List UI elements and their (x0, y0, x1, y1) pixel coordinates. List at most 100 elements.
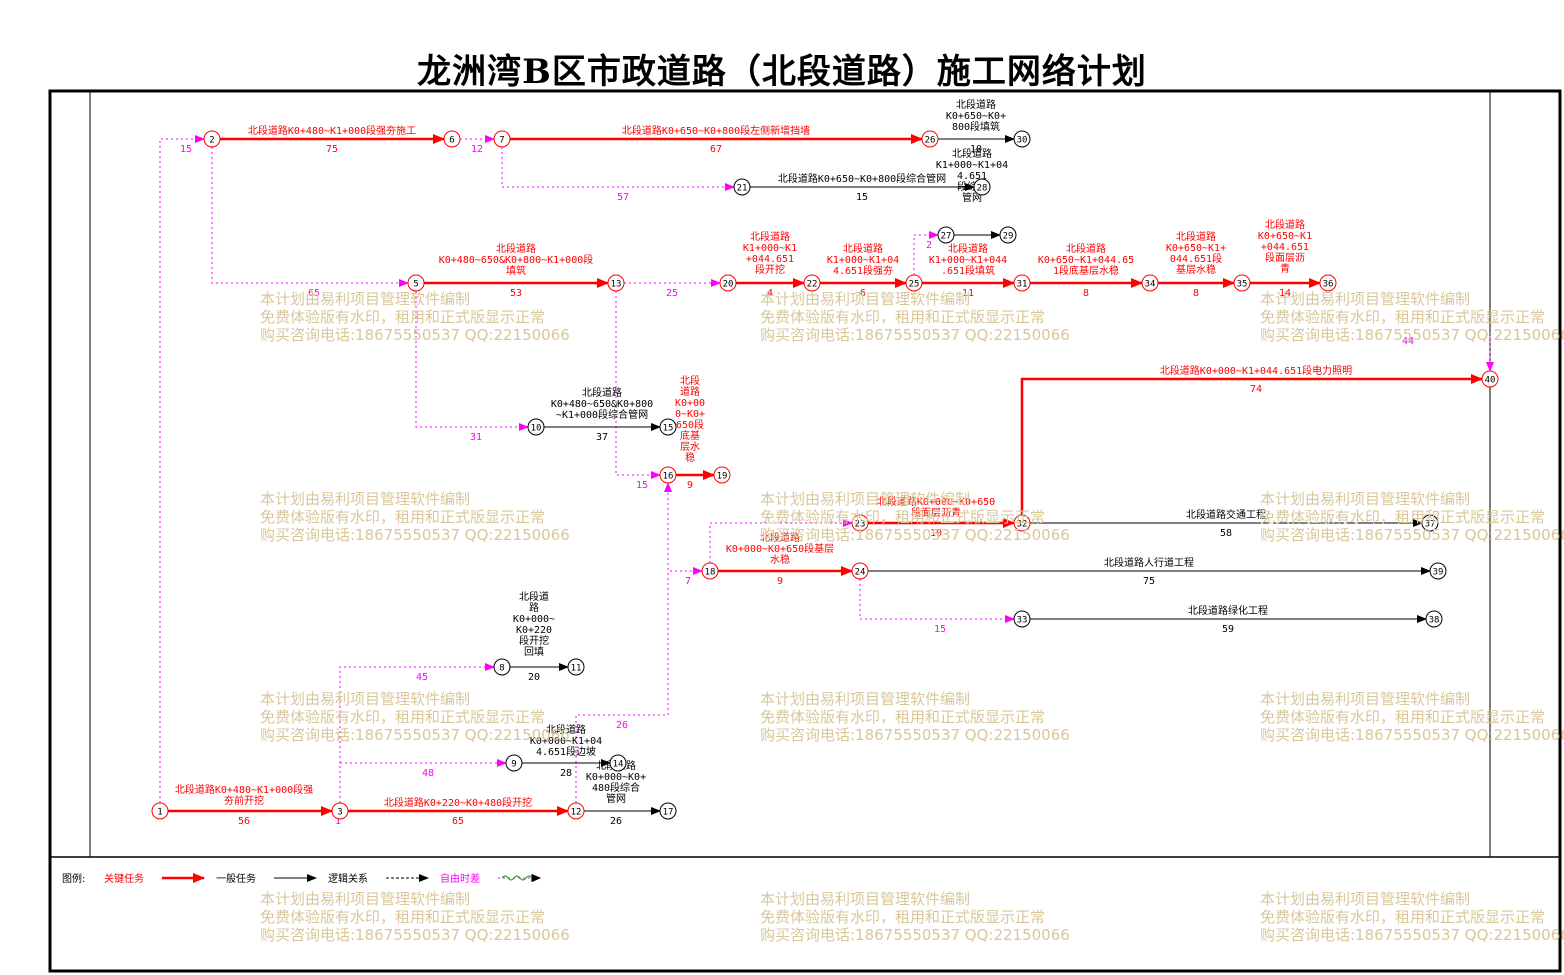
task-name: 北段道路 (760, 531, 800, 544)
event-node-2[interactable]: 2 (203, 130, 221, 148)
event-node-11[interactable]: 11 (567, 658, 585, 676)
event-node-33[interactable]: 33 (1013, 610, 1031, 628)
watermark-line: 购买咨询电话:18675550537 QQ:22150066 (1260, 526, 1564, 544)
task-duration: 53 (510, 288, 522, 299)
event-node-6[interactable]: 6 (443, 130, 461, 148)
event-node-8[interactable]: 8 (493, 658, 511, 676)
node-number: 37 (1425, 520, 1436, 530)
event-node-26[interactable]: 26 (921, 130, 939, 148)
watermark-line: 本计划由易利项目管理软件编制 (260, 890, 471, 908)
event-node-40[interactable]: 40 (1481, 370, 1499, 388)
watermark-line: 本计划由易利项目管理软件编制 (760, 690, 971, 708)
event-node-28[interactable]: 28 (973, 178, 991, 196)
watermark-block: 本计划由易利项目管理软件编制免费体验版有水印，租用和正式版显示正常购买咨询电话:… (1260, 690, 1564, 744)
task-name: 4.651段强夯 (833, 264, 893, 277)
float-link-6-7: 12 (460, 135, 495, 155)
event-node-23[interactable]: 23 (851, 514, 869, 532)
task-name: 段面层沥青 (911, 506, 961, 519)
task-name: 1段底基层水稳 (1053, 264, 1119, 277)
event-node-13[interactable]: 13 (607, 274, 625, 292)
task-duration: 75 (1143, 576, 1155, 587)
event-node-36[interactable]: 36 (1319, 274, 1337, 292)
event-node-14[interactable]: 14 (609, 754, 627, 772)
event-node-25[interactable]: 25 (905, 274, 923, 292)
event-node-5[interactable]: 5 (407, 274, 425, 292)
event-node-3[interactable]: 3 (331, 802, 349, 820)
event-node-7[interactable]: 7 (493, 130, 511, 148)
event-node-35[interactable]: 35 (1233, 274, 1251, 292)
task-name: 北段道路K0+000~K0+650 (877, 495, 995, 508)
event-node-9[interactable]: 9 (505, 754, 523, 772)
task-duration: 9 (687, 480, 693, 491)
task-duration: 15 (856, 192, 868, 203)
event-node-12[interactable]: 12 (567, 802, 585, 820)
task-name: 层水 (680, 441, 700, 453)
wavy-line-icon (501, 875, 533, 881)
event-node-22[interactable]: 22 (803, 274, 821, 292)
event-node-29[interactable]: 29 (999, 226, 1017, 244)
event-node-1[interactable]: 1 (151, 802, 169, 820)
event-node-24[interactable]: 24 (851, 562, 869, 580)
event-node-16[interactable]: 16 (659, 466, 677, 484)
task-duration: 26 (610, 816, 622, 827)
event-node-19[interactable]: 19 (713, 466, 731, 484)
event-node-32[interactable]: 32 (1013, 514, 1031, 532)
float-value: 48 (422, 768, 434, 779)
task-name: K0+220 (516, 625, 552, 636)
event-node-38[interactable]: 38 (1425, 610, 1443, 628)
task-name: K1+000~K1 (743, 243, 797, 254)
task-name: 北段道路K0+000~K1+044.651段电力照明 (1160, 364, 1352, 377)
float-link-3-3: 1 (335, 816, 341, 827)
event-node-37[interactable]: 37 (1421, 514, 1439, 532)
diagram-frame (48, 89, 1562, 973)
watermark-block: 本计划由易利项目管理软件编制免费体验版有水印，租用和正式版显示正常购买咨询电话:… (260, 690, 570, 744)
watermark-block: 本计划由易利项目管理软件编制免费体验版有水印，租用和正式版显示正常购买咨询电话:… (760, 290, 1070, 344)
event-node-15[interactable]: 15 (659, 418, 677, 436)
watermark-line: 购买咨询电话:18675550537 QQ:22150066 (760, 926, 1070, 944)
node-number: 38 (1429, 616, 1440, 626)
float-link-3-9: 48 (340, 759, 507, 779)
event-node-30[interactable]: 30 (1013, 130, 1031, 148)
event-node-18[interactable]: 18 (701, 562, 719, 580)
event-node-10[interactable]: 10 (527, 418, 545, 436)
event-node-31[interactable]: 31 (1013, 274, 1031, 292)
task-duration: 10 (970, 144, 982, 155)
node-number: 30 (1017, 136, 1028, 146)
event-node-39[interactable]: 39 (1429, 562, 1447, 580)
node-number: 7 (499, 136, 504, 146)
event-node-17[interactable]: 17 (659, 802, 677, 820)
node-number: 35 (1237, 280, 1248, 290)
task-name: 北段道路 (843, 242, 883, 255)
event-node-34[interactable]: 34 (1141, 274, 1159, 292)
event-node-20[interactable]: 20 (719, 274, 737, 292)
event-node-21[interactable]: 21 (733, 178, 751, 196)
event-node-27[interactable]: 27 (937, 226, 955, 244)
task-duration: 65 (452, 816, 464, 827)
watermark-line: 购买咨询电话:18675550537 QQ:22150066 (260, 726, 570, 744)
